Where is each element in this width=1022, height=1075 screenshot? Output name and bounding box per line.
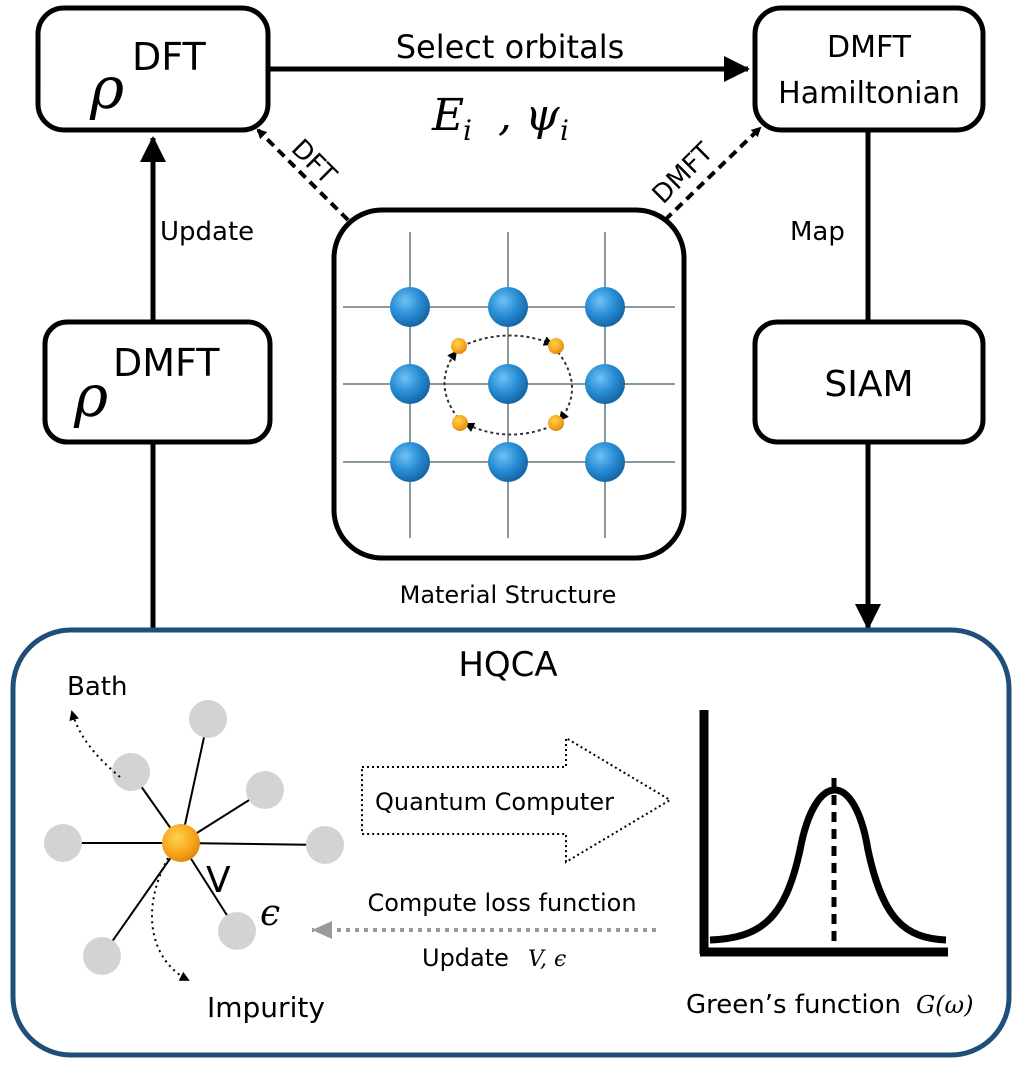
electron bbox=[548, 338, 564, 354]
bath-site bbox=[83, 937, 121, 975]
dmft-hamiltonian-line2: Hamiltonian bbox=[778, 76, 960, 111]
formula-separator: , bbox=[498, 90, 512, 141]
atom bbox=[585, 364, 625, 404]
greens-function-plot bbox=[699, 710, 948, 957]
bath-impurity-model: Bath Impurity V ϵ bbox=[44, 672, 344, 1024]
rho-dft-symbol: ρ bbox=[89, 54, 124, 122]
atom bbox=[585, 287, 625, 327]
bath-pointer bbox=[69, 710, 121, 778]
dmft-dashed-arrow bbox=[663, 126, 762, 222]
atom bbox=[488, 442, 528, 482]
hqca-title: HQCA bbox=[458, 645, 557, 685]
epsilon-label: ϵ bbox=[260, 893, 280, 934]
electron bbox=[548, 415, 564, 431]
greens-function-symbol: G(ω) bbox=[916, 991, 973, 1019]
material-structure-caption: Material Structure bbox=[400, 581, 617, 609]
dft-arrow-label: DFT bbox=[285, 134, 342, 191]
psi-symbol: ψ bbox=[525, 90, 560, 141]
impurity-site bbox=[162, 824, 200, 862]
dmft-hamiltonian-line1: DMFT bbox=[827, 30, 912, 65]
rho-dmft-symbol: ρ bbox=[73, 362, 108, 430]
spectral-peak-curve bbox=[709, 786, 947, 944]
dmft-hamiltonian-box: DMFT Hamiltonian bbox=[752, 5, 986, 133]
impurity-label: Impurity bbox=[207, 991, 325, 1024]
rho-dmft-box: ρ DMFT bbox=[42, 319, 273, 445]
bath-site bbox=[306, 826, 344, 864]
electron bbox=[452, 415, 468, 431]
bath-site bbox=[189, 700, 227, 738]
bath-label: Bath bbox=[67, 672, 127, 702]
psi-subscript: i bbox=[560, 114, 569, 147]
atom bbox=[488, 287, 528, 327]
bath-site bbox=[44, 824, 82, 862]
energy-symbol: E bbox=[431, 90, 464, 141]
bath-site bbox=[218, 912, 256, 950]
map-label: Map bbox=[790, 217, 845, 247]
impurity-pointer bbox=[150, 857, 190, 981]
atom bbox=[390, 442, 430, 482]
compute-loss-label: Compute loss function bbox=[367, 889, 636, 917]
lattice-atoms bbox=[390, 287, 625, 482]
rho-dft-box: ρ DFT bbox=[35, 5, 271, 133]
atom bbox=[390, 287, 430, 327]
atom bbox=[488, 364, 528, 404]
update-label: Update bbox=[160, 217, 254, 247]
greens-function-label: Green’s function bbox=[686, 990, 901, 1020]
dmft-arrow-label: DMFT bbox=[647, 137, 720, 210]
rho-dft-superscript: DFT bbox=[132, 35, 206, 79]
siam-label: SIAM bbox=[824, 364, 913, 405]
siam-box: SIAM bbox=[752, 319, 986, 445]
select-orbitals-label: Select orbitals bbox=[396, 28, 625, 66]
update-params-prefix: Update bbox=[422, 944, 509, 972]
bath-site bbox=[246, 771, 284, 809]
quantum-computer-label: Quantum Computer bbox=[375, 788, 614, 816]
orbital-formula: E i , ψ i bbox=[431, 90, 569, 147]
hybridization-v-label: V bbox=[206, 860, 231, 901]
bath-site bbox=[112, 753, 150, 791]
rho-dmft-superscript: DMFT bbox=[113, 341, 220, 385]
electron-hopping-loop bbox=[443, 334, 573, 436]
electron bbox=[451, 338, 467, 354]
update-params-vars: V, ϵ bbox=[528, 947, 566, 972]
material-structure-box bbox=[331, 207, 687, 561]
atom bbox=[585, 442, 625, 482]
dft-dashed-arrow bbox=[256, 128, 350, 222]
hqca-panel: HQCA Bath Impurity bbox=[10, 627, 1012, 1058]
atom bbox=[390, 364, 430, 404]
energy-subscript: i bbox=[463, 114, 472, 147]
quantum-computer-arrow: Quantum Computer bbox=[361, 736, 672, 864]
